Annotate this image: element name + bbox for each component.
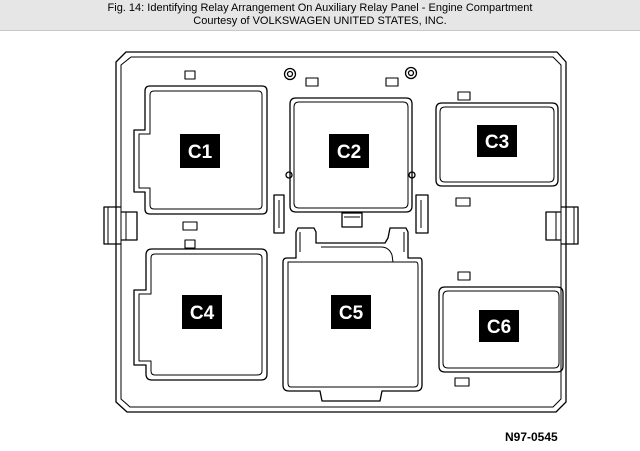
relay-label-c1: C1 [180, 134, 220, 168]
slot [184, 70, 196, 80]
left-mounting-tab [103, 206, 138, 245]
mounting-screw-left [283, 67, 297, 81]
relay-label-text-c2: C2 [337, 142, 361, 163]
slot [385, 77, 399, 87]
figure-caption: Fig. 14: Identifying Relay Arrangement O… [0, 0, 640, 31]
relay-socket-c4 [133, 248, 268, 381]
center-connector-slot [341, 212, 363, 228]
slot [184, 239, 196, 249]
slot [455, 197, 471, 207]
relay-label-c6: C6 [479, 310, 519, 342]
slot [457, 271, 471, 281]
side-boss-left [285, 171, 293, 179]
relay-socket-c3 [435, 102, 559, 187]
slot [457, 91, 471, 101]
caption-title: Fig. 14: Identifying Relay Arrangement O… [107, 2, 533, 14]
slot [454, 377, 470, 387]
caption-credit: Courtesy of VOLKSWAGEN UNITED STATES, IN… [193, 15, 447, 27]
relay-label-text-c1: C1 [188, 142, 213, 163]
right-guide-rail [415, 194, 429, 234]
relay-label-c2: C2 [329, 134, 369, 168]
relay-labels: C1 C2 C3 C4 C5 C6 [180, 125, 519, 342]
mounting-screw-right [404, 66, 418, 80]
panel-outline [115, 51, 567, 413]
panel-inner-outline [120, 56, 562, 408]
relay-label-text-c4: C4 [190, 303, 215, 324]
slot [182, 221, 198, 231]
relay-label-text-c3: C3 [485, 132, 509, 153]
right-mounting-tab [545, 206, 579, 245]
figure-code: N97-0545 [505, 430, 558, 444]
left-guide-rail [273, 194, 285, 234]
relay-socket-c5 [282, 227, 423, 402]
slot [305, 77, 319, 87]
relay-label-text-c5: C5 [339, 303, 364, 324]
relay-socket-c2 [289, 97, 413, 213]
relay-socket-c6 [438, 286, 564, 373]
relay-label-c3: C3 [477, 125, 517, 157]
relay-label-c5: C5 [331, 295, 371, 329]
panel-slots [182, 70, 471, 387]
relay-label-c4: C4 [182, 295, 222, 329]
relay-label-text-c6: C6 [487, 317, 511, 338]
relay-socket-c1 [133, 85, 268, 215]
